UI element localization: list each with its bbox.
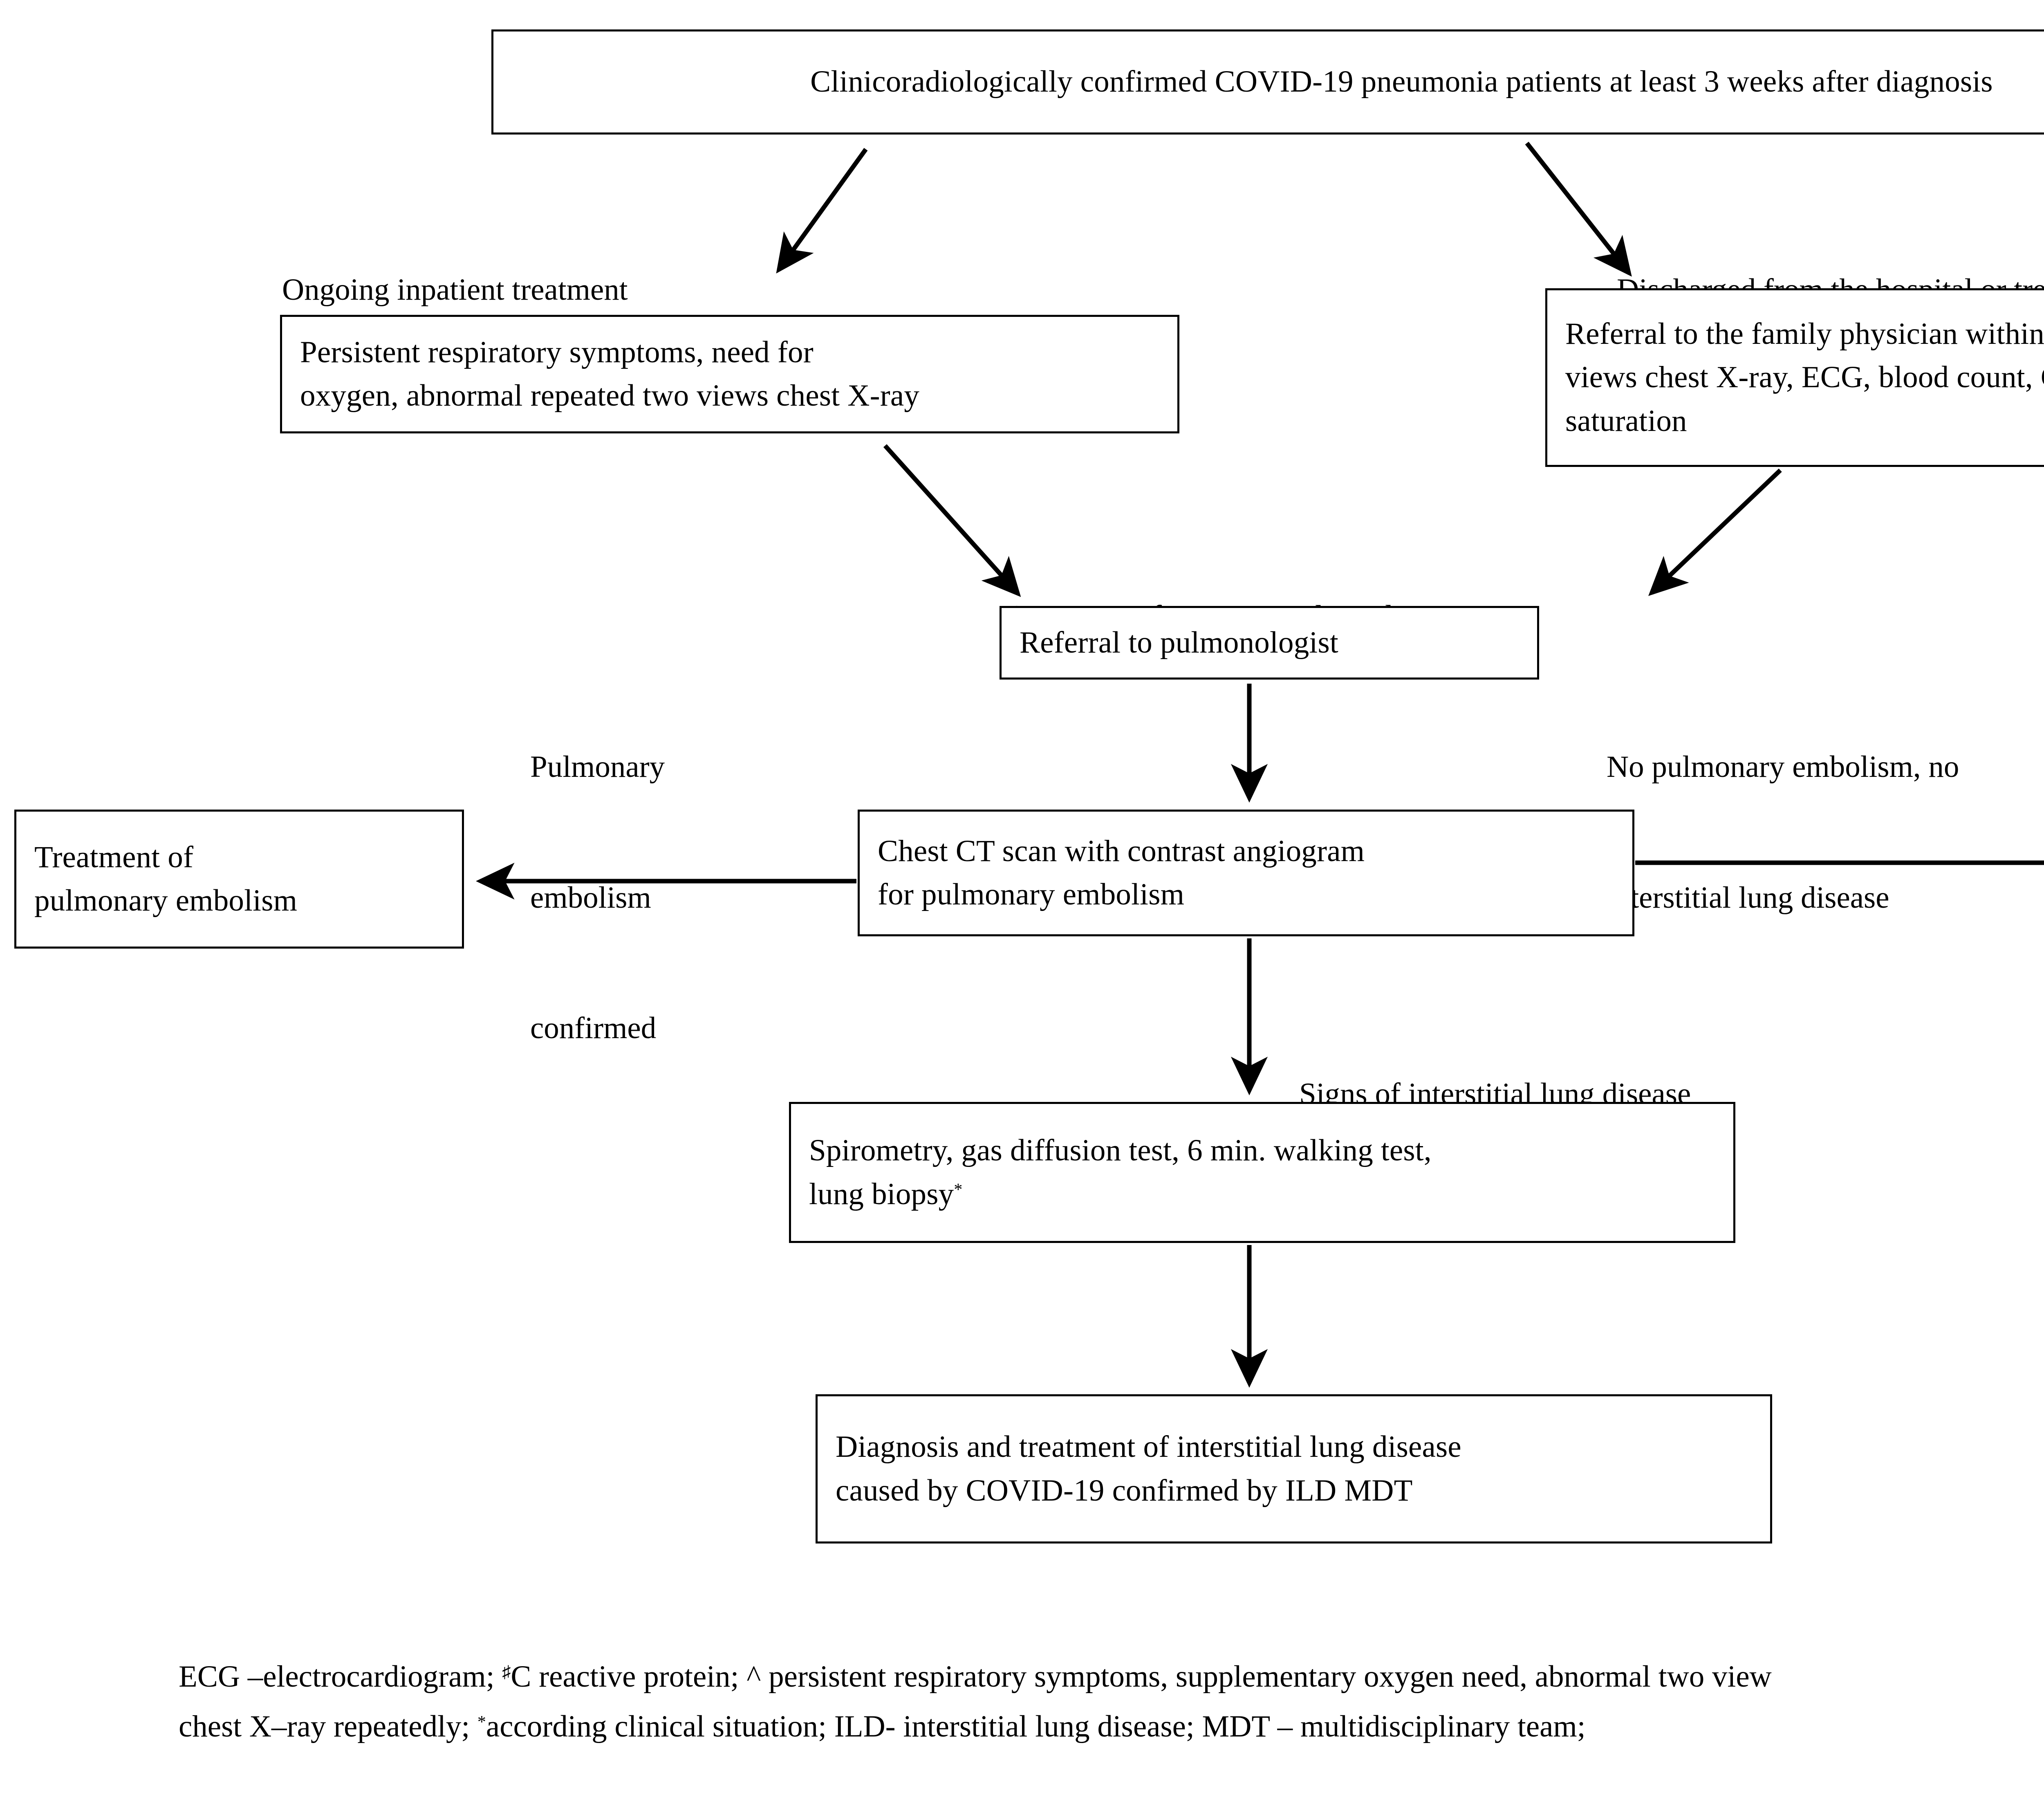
footnote-sharp-marker: ♯ <box>502 1663 511 1682</box>
edge-outpatient-to-pulmonologist <box>1648 469 1782 596</box>
node-chest-ct-scan: Chest CT scan with contrast angiogram fo… <box>858 810 1634 936</box>
node-final-diagnosis-ild-line2: caused by COVID-19 confirmed by ILD MDT <box>836 1473 1413 1508</box>
lung-biopsy-footnote-marker: * <box>954 1180 963 1199</box>
node-final-diagnosis-ild-line1: Diagnosis and treatment of interstitial … <box>836 1430 1461 1464</box>
edge-label-no-pe: No pulmonary embolism, no interstitial l… <box>1607 658 1959 1007</box>
footnote-legend: ECG –electrocardiogram; ♯C reactive prot… <box>179 1652 2044 1751</box>
footnote-asterisk-marker: * <box>477 1712 486 1732</box>
node-treatment-pulmonary-embolism: Treatment of pulmonary embolism <box>14 810 464 949</box>
node-treatment-pulmonary-embolism-line1: Treatment of <box>34 840 194 874</box>
footnote-ecg-label: ECG –electrocardiogram; <box>179 1660 502 1694</box>
footnote-xray-label: chest X–ray repeatedly; <box>179 1709 477 1743</box>
edge-inpatient-to-pulmonologist <box>883 444 1021 597</box>
lung-biopsy-label: lung biopsy <box>809 1177 954 1211</box>
node-pulmonary-function-tests-line1: Spirometry, gas diffusion test, 6 min. w… <box>809 1133 1432 1167</box>
node-chest-ct-scan-line1: Chest CT scan with contrast angiogram <box>878 834 1365 868</box>
edge-start-to-inpatient <box>776 148 868 274</box>
node-referral-family-physician: Referral to the family physician within … <box>1545 288 2044 467</box>
edge-label-no-pe-line1: No pulmonary embolism, no <box>1607 750 1959 784</box>
footnote-line1: ECG –electrocardiogram; ♯C reactive prot… <box>179 1652 2044 1702</box>
node-persistent-symptoms-line2: oxygen, abnormal repeated two views ches… <box>300 379 920 413</box>
node-referral-pulmonologist-line1: Referral to pulmonologist <box>1020 625 1338 660</box>
node-chest-ct-scan-line2: for pulmonary embolism <box>878 877 1185 911</box>
footnote-line2: chest X–ray repeatedly; *according clini… <box>179 1702 2044 1752</box>
edge-label-ongoing-inpatient-text: Ongoing inpatient treatment <box>282 273 628 307</box>
node-persistent-symptoms: Persistent respiratory symptoms, need fo… <box>280 315 1179 433</box>
footnote-ild-label: according clinical situation; ILD- inter… <box>486 1709 1586 1743</box>
crp-label: views chest X-ray, ECG, blood count, CRP <box>1565 360 2044 395</box>
node-treatment-pulmonary-embolism-line2: pulmonary embolism <box>34 884 298 918</box>
node-pulmonary-function-tests: Spirometry, gas diffusion test, 6 min. w… <box>789 1102 1735 1243</box>
edge-label-pe-confirmed-line1: Pulmonary <box>530 750 665 784</box>
edge-label-pe-confirmed-line2: embolism <box>530 880 651 915</box>
edge-label-no-pe-line2: interstitial lung disease <box>1607 880 1889 915</box>
node-pulmonary-function-tests-line2: lung biopsy* <box>809 1173 1715 1216</box>
node-referral-family-physician-line3: saturation <box>1565 404 1687 438</box>
node-referral-family-physician-line2: views chest X-ray, ECG, blood count, CRP… <box>1565 356 2044 399</box>
edge-label-ongoing-inpatient: Ongoing inpatient treatment <box>282 181 628 399</box>
edge-label-pe-confirmed-line3: confirmed <box>530 1011 657 1045</box>
footnote-crp-label: C reactive protein; ^ persistent respira… <box>511 1660 1772 1694</box>
node-referral-pulmonologist: Referral to pulmonologist <box>1000 606 1539 680</box>
node-start-line1: Clinicoradiologically confirmed COVID-19… <box>810 65 1993 99</box>
node-start: Clinicoradiologically confirmed COVID-19… <box>491 29 2044 135</box>
node-final-diagnosis-ild: Diagnosis and treatment of interstitial … <box>816 1394 1772 1543</box>
node-referral-family-physician-line1: Referral to the family physician within … <box>1565 316 2044 351</box>
edge-label-pe-confirmed: Pulmonary embolism confirmed <box>530 658 665 1137</box>
node-persistent-symptoms-line1: Persistent respiratory symptoms, need fo… <box>300 335 814 369</box>
edge-start-to-outpatient <box>1525 141 1632 277</box>
